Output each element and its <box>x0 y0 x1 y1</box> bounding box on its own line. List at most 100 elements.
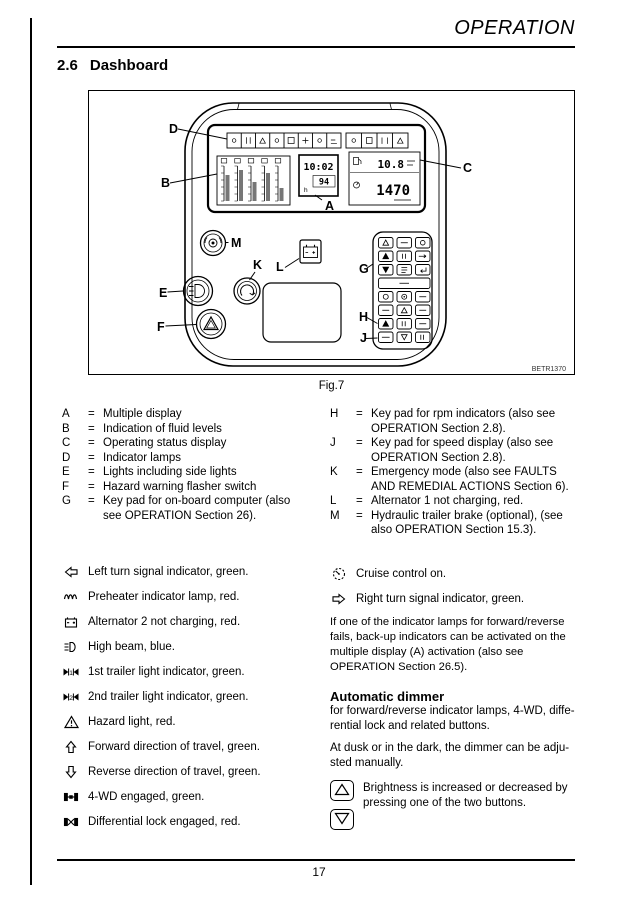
trailer-2-icon: 2 <box>62 689 80 705</box>
label-j: J <box>360 331 367 345</box>
indicator-item: 2 2nd trailer light indicator, green. <box>62 688 318 705</box>
hazard-switch <box>195 308 227 340</box>
legend-key: H <box>330 408 339 420</box>
dashboard-inner-outline <box>191 109 440 360</box>
indicator-item: Alternator 2 not charging, red. <box>62 613 318 630</box>
left-turn-icon <box>62 564 80 580</box>
onboard-keypad <box>372 231 433 350</box>
hazard-icon <box>62 714 80 730</box>
legend-equals: = <box>356 495 363 507</box>
indicator-label: Forward direction of travel, green. <box>88 740 260 753</box>
legend-row: F=Hazard warning flasher switch <box>62 480 320 495</box>
legend-desc: Hydraulic trailer brake (optional), (see… <box>371 509 563 537</box>
legend-key: K <box>330 466 338 478</box>
section-number: 2.6 <box>57 57 78 74</box>
legend-desc: Key pad for speed display (also see OPER… <box>371 437 554 464</box>
indicator-item: Preheater indicator lamp, red. <box>62 588 318 605</box>
trailer-brake-button <box>199 229 227 257</box>
indicator-item: Cruise control on. <box>330 565 578 582</box>
legend-key: E <box>62 466 70 478</box>
legend-key: M <box>330 509 340 522</box>
indicator-label: Differential lock engaged, red. <box>88 815 241 828</box>
indicator-label: Right turn signal indicator, green. <box>356 592 525 605</box>
legend-right-column: H = Key pad for rpm indicators (also see O… <box>330 407 578 538</box>
brightness-controls: Brightness is increased or decreased by … <box>330 780 578 830</box>
legend-row: D=Indicator lamps <box>62 451 320 466</box>
brightness-note: Brightness is increased or decreased by … <box>363 782 568 809</box>
figure-ref: BETR1370 <box>532 366 566 373</box>
legend-equals: = <box>356 408 363 420</box>
label-l: L <box>276 260 284 274</box>
indicator-label: Left turn signal indicator, green. <box>88 565 249 578</box>
legend-desc: Indication of fluid levels <box>103 422 222 435</box>
legend-desc: Key pad for rpm indicators (also see OPE… <box>371 408 556 435</box>
display-panel <box>206 123 427 214</box>
legend-equals: = <box>88 480 95 493</box>
legend-key: D <box>62 451 71 464</box>
legend-desc: Multiple display <box>103 408 182 420</box>
keypad-row-h <box>378 318 431 330</box>
label-a: A <box>325 199 334 213</box>
legend-desc: Hazard warning flasher switch <box>103 480 257 493</box>
fuel-readout: 10.8 <box>378 158 405 171</box>
page-number: 17 <box>312 865 326 879</box>
legend-desc: Key pad for on-board computer (also see … <box>103 495 291 522</box>
footer-rule <box>57 859 575 861</box>
rpm-readout: 1470 <box>376 183 410 199</box>
emergency-mode-button <box>233 277 261 305</box>
dimmer-subtitle: for forward/reverse indicator lamps, 4-W… <box>330 705 575 732</box>
indicator-item: Differential lock engaged, red. <box>62 813 318 830</box>
indicator-list-left: Left turn signal indicator, green. Prehe… <box>62 563 318 838</box>
indicator-label: Reverse direction of travel, green. <box>88 765 261 778</box>
legend-key: J <box>330 437 336 449</box>
clock-readout: 10:02 <box>303 162 333 173</box>
multiple-display <box>298 154 339 197</box>
legend-equals: = <box>356 466 363 478</box>
diff-lock-icon <box>62 814 80 830</box>
brightness-buttons <box>330 780 354 830</box>
automatic-dimmer-section: Automatic dimmer for forward/reverse ind… <box>330 689 578 830</box>
indicator-item: Left turn signal indicator, green. <box>62 563 318 580</box>
chapter-header: OPERATION <box>454 17 575 39</box>
legend-equals: = <box>88 422 95 435</box>
legend-row: M = Hydraulic trailer brake (optional), (s… <box>330 509 578 538</box>
brightness-down-button <box>330 809 354 830</box>
legend-row: G=Key pad for on-board computer (also se… <box>62 494 320 523</box>
backup-indicator-note: If one of the indicator lamps for forwar… <box>330 616 566 673</box>
figure-box: D B C A M K L G E F H J 10:02 94 h 10.8 … <box>88 90 575 375</box>
header-rule <box>57 46 575 48</box>
svg-text:1: 1 <box>69 669 73 676</box>
legend-equals: = <box>88 495 95 507</box>
reverse-icon <box>62 764 80 780</box>
indicator-label: Hazard light, red. <box>88 715 176 728</box>
legend-equals: = <box>88 437 95 449</box>
light-switch <box>182 275 214 307</box>
indicator-item: 4-WD engaged, green. <box>62 788 318 805</box>
cruise-control-icon <box>330 566 348 582</box>
legend-equals: = <box>356 509 363 522</box>
indicator-label: Alternator 2 not charging, red. <box>88 615 241 628</box>
indicator-lamp-strip <box>226 132 409 149</box>
label-k: K <box>253 258 262 272</box>
legend-key: L <box>330 495 337 507</box>
high-beam-icon <box>62 639 80 655</box>
dashboard-diagram: D B C A M K L G E F H J 10:02 94 h 10.8 … <box>157 102 566 373</box>
dashboard-linework <box>165 102 462 367</box>
legend-key: B <box>62 422 70 435</box>
preheater-icon <box>62 589 80 605</box>
legend-key: A <box>62 408 70 420</box>
legend-row: K=Emergency mode (also see FAULTS AND RE… <box>330 465 578 494</box>
label-f: F <box>157 320 165 334</box>
indicator-item: Reverse direction of travel, green. <box>62 763 318 780</box>
indicator-label: Cruise control on. <box>356 567 447 580</box>
legend-desc: Alternator 1 not charging, red. <box>371 495 524 507</box>
battery-icon <box>62 614 80 630</box>
indicator-item: Hazard light, red. <box>62 713 318 730</box>
figure-caption: Fig.7 <box>318 380 345 392</box>
label-g: G <box>359 262 369 276</box>
legend-equals: = <box>88 408 95 420</box>
label-m: M <box>231 236 241 250</box>
dashboard-labels: D B C A M K L G E F H J 10:02 94 h 10.8 … <box>157 122 566 373</box>
trailer-1-icon: 1 <box>62 664 80 680</box>
